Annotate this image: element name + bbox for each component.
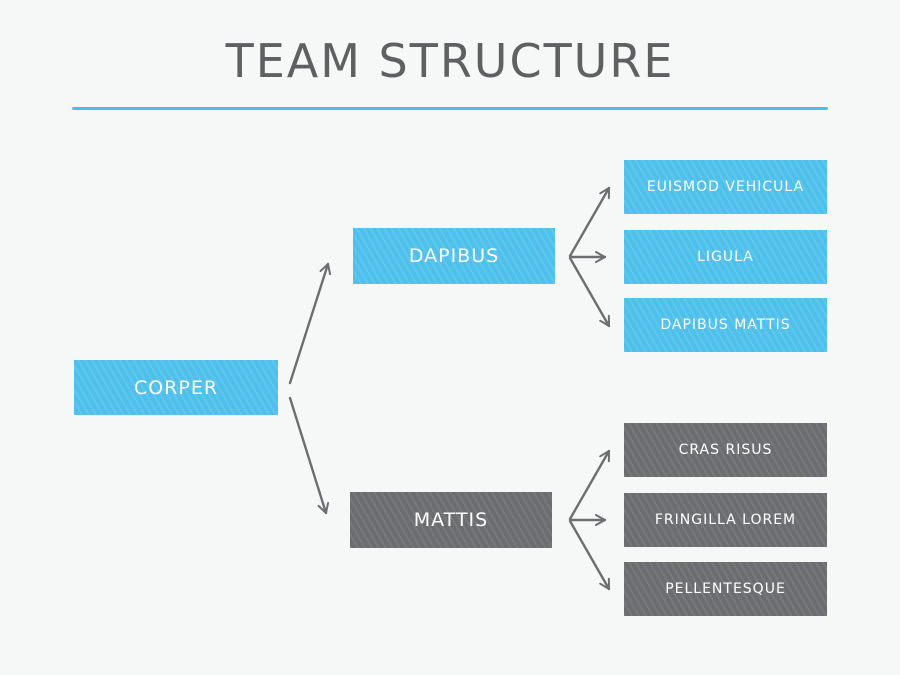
node-branch-1-child-1: EUISMOD VEHICULA (624, 160, 827, 214)
arrow-root-to-branch-1 (288, 262, 332, 385)
arrow-root-to-branch-2 (288, 396, 330, 515)
node-root: CORPER (74, 360, 278, 415)
node-branch-2-child-1: CRAS RISUS (624, 423, 827, 477)
node-branch-1-child-3: DAPIBUS MATTIS (624, 298, 827, 352)
node-branch-1-child-2: LIGULA (624, 230, 827, 284)
node-branch-2-child-3: PELLENTESQUE (624, 562, 827, 616)
arrow-branch-2-to-child-1 (568, 449, 611, 521)
title-underline (72, 107, 828, 110)
arrow-branch-1-to-child-1 (568, 186, 611, 258)
arrow-branch-1-to-child-3 (568, 256, 611, 328)
diagram-title: TEAM STRUCTURE (225, 34, 675, 88)
arrow-branch-2-to-child-3 (568, 519, 611, 591)
node-branch-2: MATTIS (350, 492, 552, 548)
node-branch-1: DAPIBUS (353, 228, 555, 284)
node-branch-2-child-2: FRINGILLA LOREM (624, 493, 827, 547)
